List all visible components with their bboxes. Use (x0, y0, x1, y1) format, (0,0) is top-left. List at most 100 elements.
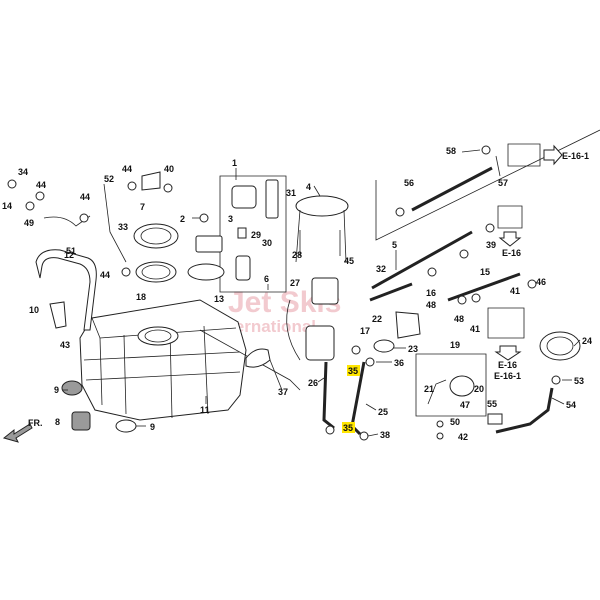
callout-47: 47 (460, 400, 470, 410)
pump-case-17 (305, 325, 335, 361)
callout-20: 20 (474, 384, 484, 394)
callout-50: 50 (450, 417, 460, 427)
hose-26 (322, 361, 335, 430)
pump-head (231, 185, 257, 209)
lock-ring-33 (133, 223, 179, 249)
callout-labels: 1 2 3 4 5 6 7 8 9 9 10 11 12 13 14 15 16… (2, 146, 592, 442)
ref-box-top (507, 143, 541, 167)
callout-21: 21 (424, 384, 434, 394)
callout-10: 10 (29, 305, 39, 315)
clip-44-c (127, 181, 137, 191)
valve-7 (141, 171, 161, 191)
callout-52: 52 (104, 174, 114, 184)
pump-bracket (195, 235, 223, 253)
callout-34: 34 (18, 167, 28, 177)
callout-48-a: 48 (426, 300, 436, 310)
callout-31: 31 (286, 188, 296, 198)
clip-32 (395, 207, 405, 217)
bolt-50 (436, 420, 444, 428)
callout-30: 30 (262, 238, 272, 248)
callout-12: 12 (64, 250, 74, 260)
callout-5: 5 (392, 240, 397, 250)
callout-43: 43 (60, 340, 70, 350)
fuel-tank (79, 299, 247, 421)
callout-29: 29 (251, 230, 261, 240)
clip-39 (459, 249, 469, 259)
callout-44-c: 44 (122, 164, 132, 174)
clip-41 (471, 293, 481, 303)
ref-label-e16-mid: E-16 (502, 248, 521, 258)
frame-line-upper (375, 129, 600, 241)
ref-label-e16-1-low: E-16-1 (494, 371, 521, 381)
callout-56: 56 (404, 178, 414, 188)
callout-9-lower: 9 (150, 422, 155, 432)
clip-40 (163, 183, 173, 193)
leader-lines (62, 149, 581, 437)
callout-57: 57 (498, 178, 508, 188)
clip-35-lower (325, 425, 335, 435)
valve-22 (395, 311, 421, 339)
callout-41-lower: 41 (470, 324, 480, 334)
bracket-10 (49, 301, 67, 329)
callout-48-b: 48 (454, 314, 464, 324)
ref-arrow-down-mid (498, 231, 522, 247)
callout-40: 40 (164, 164, 174, 174)
callout-45: 45 (344, 256, 354, 266)
clip-49 (25, 201, 35, 211)
pump-filter-13 (187, 263, 225, 281)
ref-label-e16-low: E-16 (498, 360, 517, 370)
callout-14: 14 (2, 201, 12, 211)
clip-48b (457, 295, 467, 305)
callout-33: 33 (118, 222, 128, 232)
callout-6: 6 (264, 274, 269, 284)
filler-cap-24 (539, 331, 581, 361)
callout-26: 26 (308, 378, 318, 388)
highlight-35-upper (347, 365, 360, 376)
callout-39: 39 (486, 240, 496, 250)
clip-44-b (79, 213, 89, 223)
callout-41-right: 41 (510, 286, 520, 296)
vent-pipe-52 (103, 183, 127, 263)
pipe-15 (447, 272, 521, 302)
seal-30 (237, 227, 247, 239)
clip-48 (427, 267, 437, 277)
callout-16: 16 (426, 288, 436, 298)
bolt-42 (436, 432, 444, 440)
ref-box-low (487, 307, 525, 339)
callout-42: 42 (458, 432, 468, 442)
callout-35-upper: 35 (348, 366, 358, 376)
front-direction-arrow-icon (2, 423, 33, 443)
clip-39b (485, 223, 495, 233)
harness-31 (265, 179, 279, 219)
callout-1: 1 (232, 158, 237, 168)
callout-25: 25 (378, 407, 388, 417)
ref-label-e16-1-top: E-16-1 (562, 151, 589, 161)
fuel-pump (235, 255, 251, 281)
callout-28: 28 (292, 250, 302, 260)
callout-32-left: 32 (376, 264, 386, 274)
ref-arrow-right (543, 144, 563, 166)
pump-unit-27 (311, 277, 339, 305)
harness-37 (286, 299, 301, 361)
callout-55: 55 (487, 399, 497, 409)
pipe-16 (369, 282, 413, 302)
callout-44-a: 44 (36, 180, 46, 190)
callout-2: 2 (180, 214, 185, 224)
ref-box-mid (497, 205, 523, 229)
callout-18: 18 (136, 292, 146, 302)
callout-36: 36 (394, 358, 404, 368)
canister-kit-frame (415, 353, 487, 417)
callout-22: 22 (372, 314, 382, 324)
clip-53 (551, 375, 561, 385)
clip-14 (7, 179, 17, 189)
ring-23 (373, 339, 395, 353)
callout-24: 24 (582, 336, 592, 346)
callout-11: 11 (200, 405, 210, 415)
seal-20 (449, 375, 475, 397)
cap-9-lower (115, 419, 137, 433)
ref-arrow-down-low (494, 345, 522, 361)
callout-15: 15 (480, 267, 490, 277)
callout-9-upper: 9 (54, 385, 59, 395)
